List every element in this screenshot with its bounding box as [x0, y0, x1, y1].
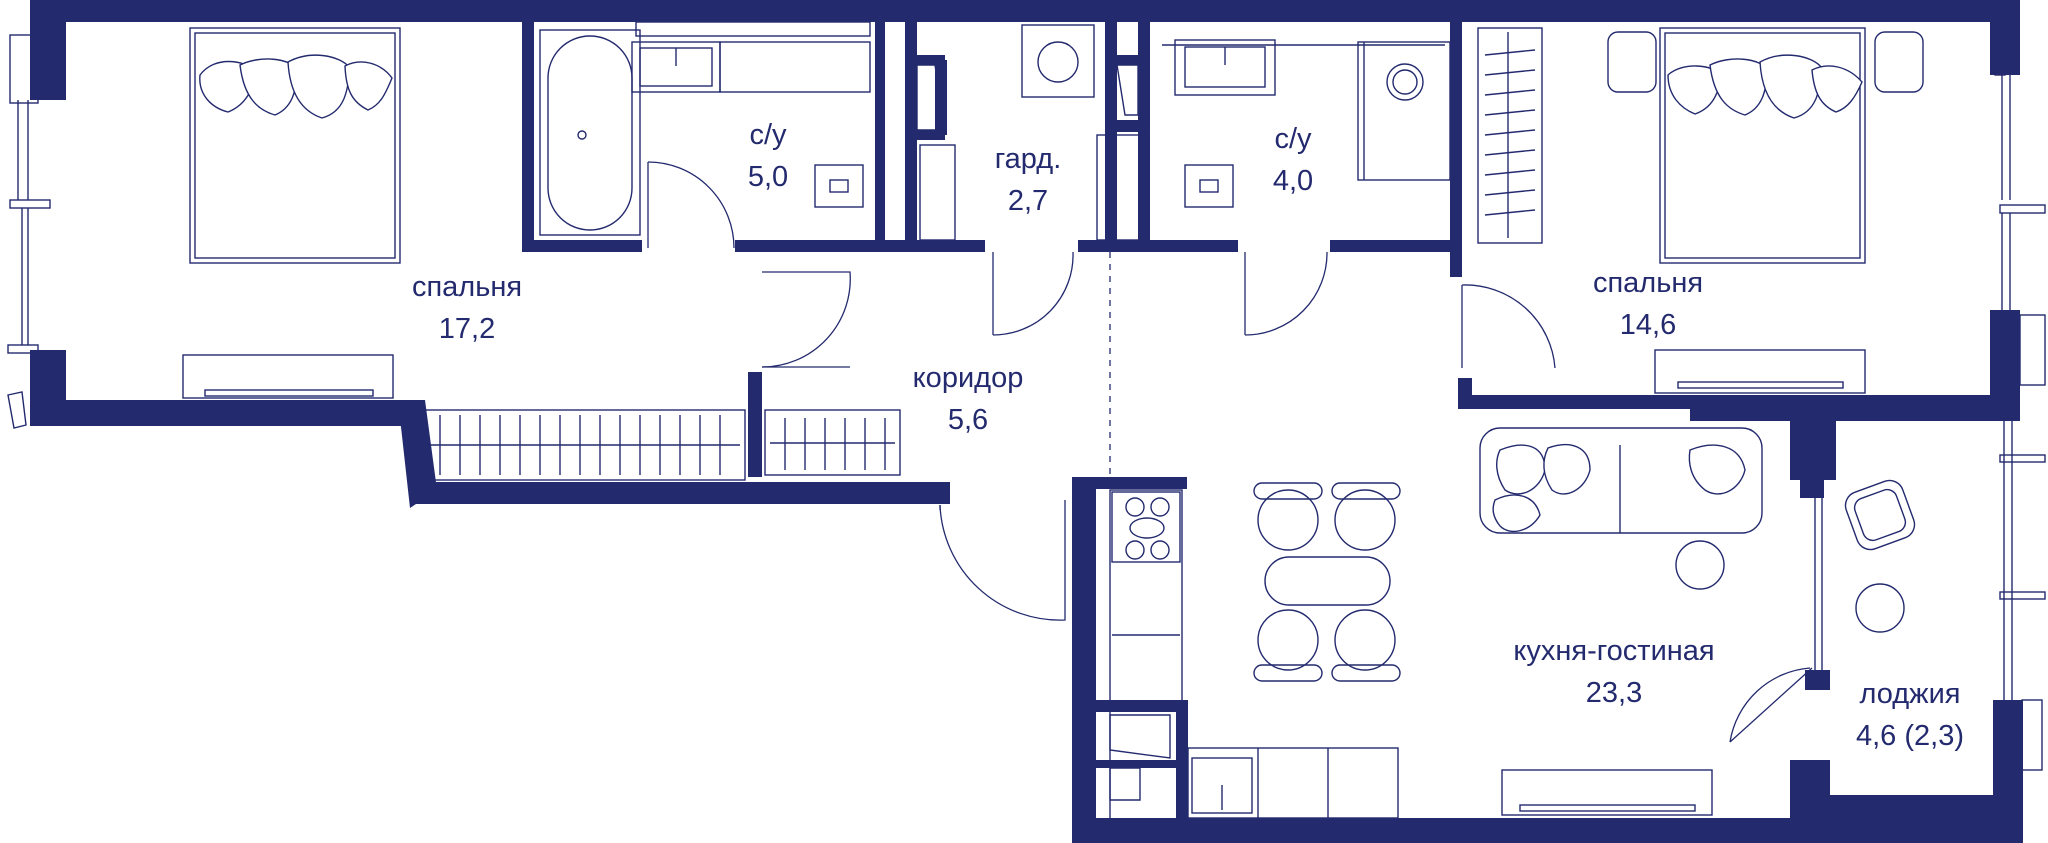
- windows: [7, 9, 2046, 771]
- room-bedroom-1: спальня 17,2: [412, 271, 522, 345]
- room-kitchen-living-name: кухня-гостиная: [1513, 635, 1714, 667]
- room-bedroom-2-area: 14,6: [1620, 309, 1676, 341]
- room-bedroom-1-name: спальня: [412, 271, 522, 303]
- room-corridor: коридор 5,6: [913, 362, 1024, 436]
- room-wardrobe-area: 2,7: [1008, 185, 1048, 217]
- room-kitchen-living-area: 23,3: [1586, 677, 1642, 709]
- room-bathroom-2-area: 4,0: [1273, 165, 1313, 197]
- room-wardrobe-name: гард.: [995, 143, 1062, 175]
- room-corridor-name: коридор: [913, 362, 1024, 394]
- room-bathroom-2: с/у 4,0: [1273, 123, 1313, 197]
- room-bedroom-1-area: 17,2: [439, 313, 495, 345]
- walls: [30, 0, 2023, 843]
- room-loggia-area: 4,6 (2,3): [1856, 720, 1964, 752]
- room-bathroom-1-area: 5,0: [748, 161, 788, 193]
- room-wardrobe: гард. 2,7: [995, 143, 1062, 217]
- room-kitchen-living: кухня-гостиная 23,3: [1513, 635, 1714, 709]
- room-corridor-area: 5,6: [948, 404, 988, 436]
- room-loggia: лоджия 4,6 (2,3): [1856, 678, 1964, 752]
- room-bathroom-1-name: с/у: [749, 119, 787, 151]
- room-bedroom-2-name: спальня: [1593, 267, 1703, 299]
- room-bedroom-2: спальня 14,6: [1593, 267, 1703, 341]
- furniture: [182, 21, 1924, 843]
- doors: [647, 161, 1813, 743]
- room-bathroom-1: с/у 5,0: [748, 119, 788, 193]
- room-bathroom-2-name: с/у: [1274, 123, 1312, 155]
- room-labels: спальня 17,2 с/у 5,0 гард. 2,7 с/у 4,0 с…: [412, 119, 1964, 752]
- room-loggia-name: лоджия: [1860, 678, 1961, 710]
